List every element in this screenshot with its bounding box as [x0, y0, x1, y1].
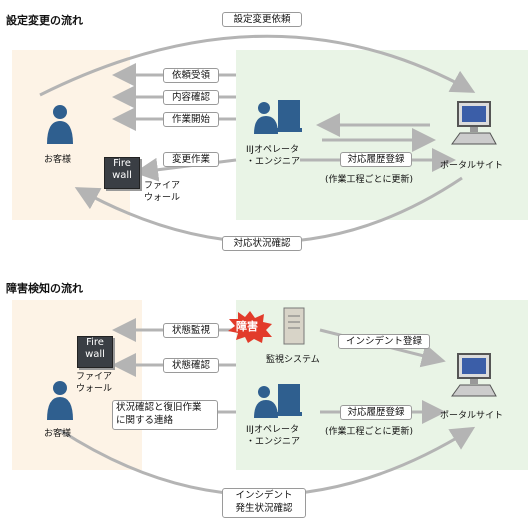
incident-register-label: インシデント登録 [338, 334, 430, 349]
operator-label: IIJオペレータ ・エンジニア [246, 145, 301, 167]
step-box: 作業開始 [163, 112, 219, 127]
request-arc-label: 設定変更依頼 [222, 12, 302, 27]
customer-person-icon [47, 105, 73, 144]
portal-label: ポータルサイト [440, 411, 504, 421]
fault-badge: 障害 [236, 320, 258, 333]
monitor-system-label: 監視システム [266, 355, 320, 365]
operator-icon [254, 100, 302, 134]
customer-label: お客様 [44, 155, 72, 165]
computer-icon [451, 353, 497, 397]
status-arc-label: 対応状況確認 [222, 236, 302, 251]
portal-label: ポータルサイト [440, 161, 504, 171]
operator-label: IIJオペレータ ・エンジニア [246, 425, 301, 447]
history-sub: (作業工程ごとに更新) [325, 427, 414, 437]
section1-title: 設定変更の流れ [6, 14, 83, 27]
step-box: 内容確認 [163, 90, 219, 105]
customer-person-icon [47, 381, 73, 420]
history-label: 対応履歴登録 [340, 152, 412, 167]
incident-arc-label: インシデント 発生状況確認 [222, 488, 306, 518]
section2-title: 障害検知の流れ [6, 282, 83, 295]
request-arc [39, 34, 476, 97]
firewall-icon: Fire wall [77, 336, 113, 368]
fault-burst-icon [228, 311, 272, 343]
firewall-icon: Fire wall [104, 157, 140, 189]
status-check-label: 状態確認 [163, 358, 219, 373]
computer-icon [451, 101, 497, 145]
history-sub: (作業工程ごとに更新) [325, 175, 414, 185]
server-icon [283, 307, 305, 345]
firewall-label: ファイア ウォール [76, 372, 113, 394]
step-box: 依頼受領 [163, 68, 219, 83]
recovery-contact-label: 状況確認と復旧作業 に関する連絡 [112, 400, 218, 430]
step-box: 変更作業 [163, 152, 219, 167]
status-monitor-label: 状態監視 [163, 323, 219, 338]
history-label: 対応履歴登録 [340, 405, 412, 420]
operator-icon [254, 384, 302, 418]
firewall-label: ファイア ウォール [144, 181, 181, 203]
customer-label: お客様 [44, 429, 72, 439]
